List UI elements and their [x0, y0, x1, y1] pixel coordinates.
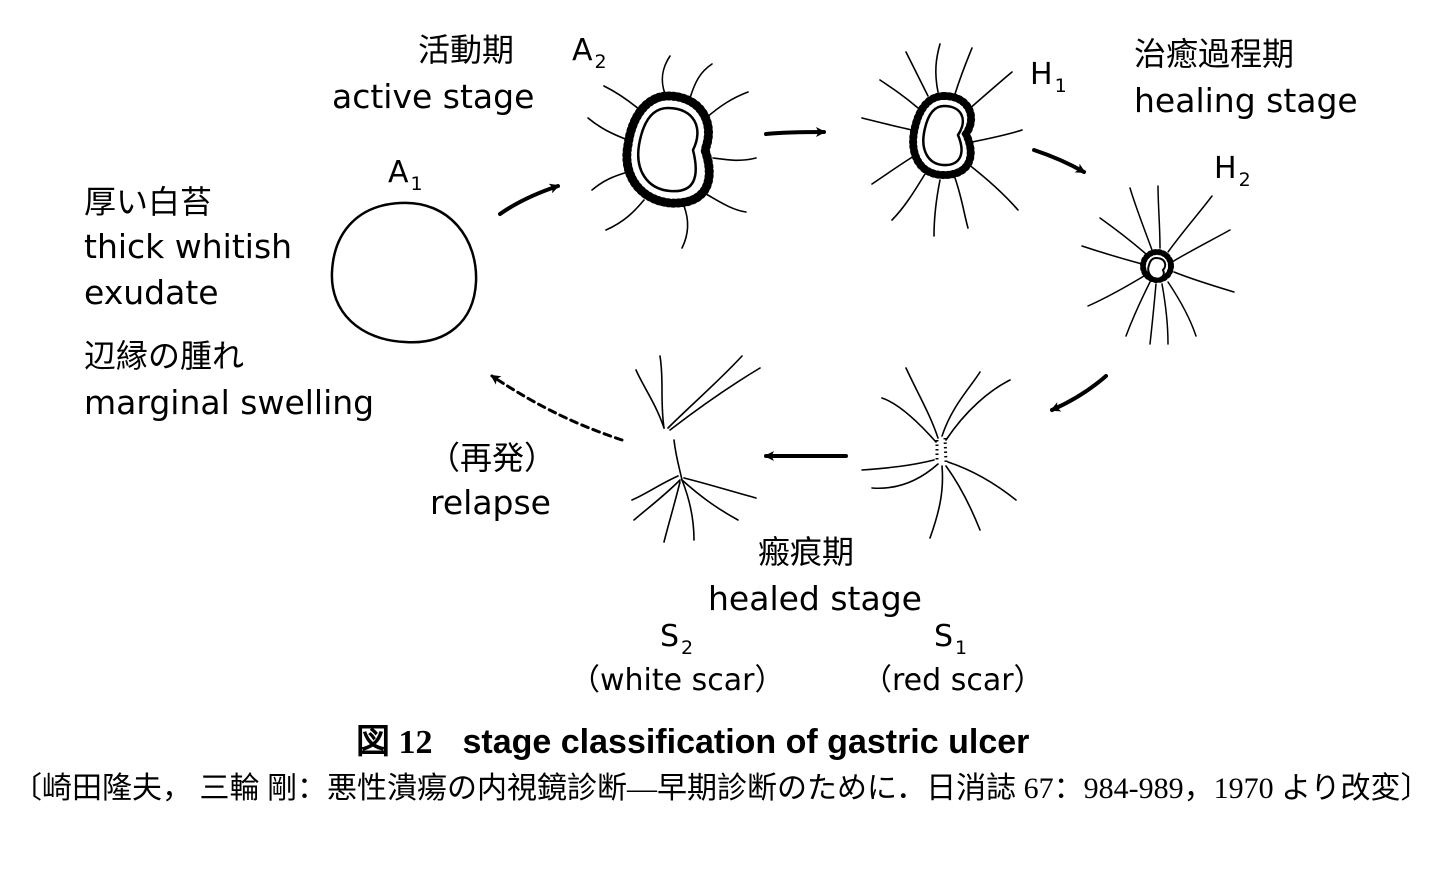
healed-stage-en: healed stage — [708, 579, 922, 618]
white-scar-label: （white scar） — [570, 663, 785, 698]
figure-citation: 〔崎田隆夫， 三輪 剛：悪性潰瘍の内視鏡診断—早期診断のために．日消誌 67：9… — [12, 772, 1431, 805]
ulcer-stage-diagram — [330, 43, 1235, 543]
arrow-relapse-dashed — [490, 374, 624, 442]
figure-number: 図 12 — [356, 724, 433, 761]
healing-stage-jp: 治癒過程期 — [1134, 35, 1295, 73]
arrow-h1-to-h2 — [1032, 148, 1086, 174]
relapse-jp: （再発） — [428, 439, 557, 477]
h2-ulcer — [1081, 185, 1235, 345]
h1-ulcer — [861, 43, 1023, 237]
h2-ulcer-outline — [1147, 256, 1167, 280]
s1-scar — [861, 367, 1017, 539]
thick-exudate-en-line1: thick whitish — [84, 227, 293, 266]
a1-ulcer-outline — [330, 201, 478, 344]
thick-exudate-jp: 厚い白苔 — [84, 183, 213, 221]
figure-caption: 図 12 stage classification of gastric ulce… — [356, 714, 1029, 763]
h1-stipple-halo — [909, 91, 975, 179]
s2-scar — [631, 355, 761, 543]
marginal-swelling-jp: 辺縁の腫れ — [84, 337, 245, 375]
active-stage-jp: 活動期 — [418, 31, 515, 69]
a2-ulcer — [587, 55, 757, 249]
h1-ulcer-outline — [922, 104, 964, 167]
active-stage-en: active stage — [332, 77, 535, 116]
thick-exudate-en-line2: exudate — [84, 273, 219, 312]
h2-stipple-halo — [1140, 249, 1174, 283]
a2-ulcer-outline — [637, 106, 699, 193]
arrow-a1-to-a2 — [498, 183, 560, 216]
marginal-swelling-en: marginal swelling — [84, 383, 375, 422]
healing-stage-en: healing stage — [1134, 81, 1358, 120]
relapse-en: relapse — [430, 483, 551, 522]
s1-scar-center — [935, 437, 948, 463]
a2-stipple-halo — [622, 91, 714, 208]
healed-stage-jp: 瘢痕期 — [758, 533, 855, 571]
arrow-h2-to-s1 — [1050, 374, 1108, 412]
red-scar-label: （red scar） — [862, 663, 1044, 698]
figure-title: stage classification of gastric ulcer — [462, 723, 1030, 761]
arrow-a2-to-h1 — [764, 127, 826, 138]
